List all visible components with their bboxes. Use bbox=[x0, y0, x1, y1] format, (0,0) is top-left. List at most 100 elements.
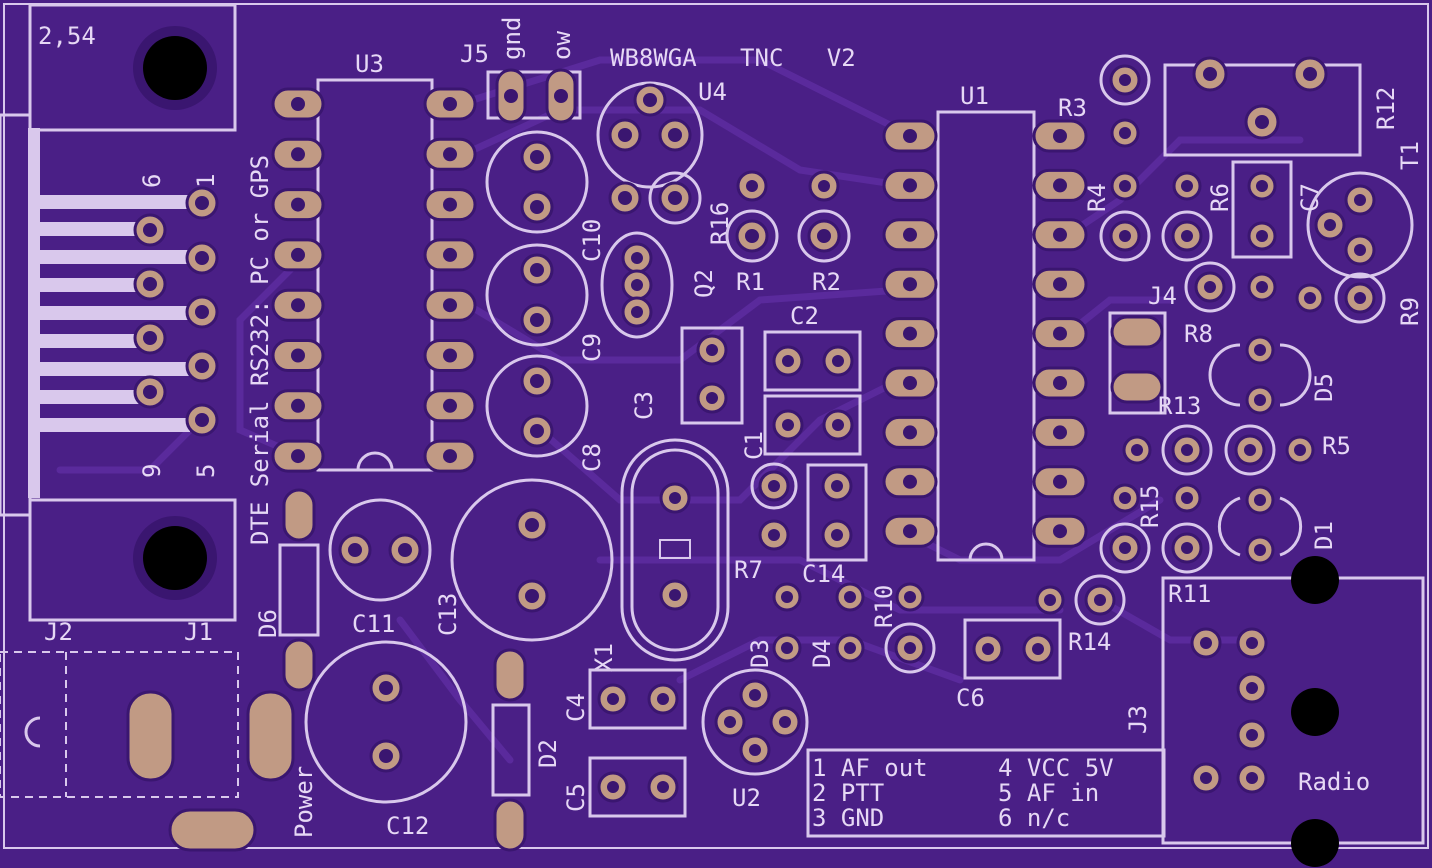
j5-gnd-label: gnd bbox=[498, 17, 526, 60]
r1-r2 bbox=[725, 170, 851, 263]
serial-label: DTE Serial RS232: PC or GPS bbox=[246, 155, 274, 545]
r2-label: R2 bbox=[812, 268, 841, 296]
r10-label: R10 bbox=[870, 585, 898, 628]
crystal-x1 bbox=[620, 438, 730, 662]
diode-d2 bbox=[491, 648, 531, 852]
c2-label: C2 bbox=[790, 302, 819, 330]
ic-pin-hole bbox=[1053, 474, 1067, 489]
x1-label: X1 bbox=[590, 643, 618, 672]
r5-label: R5 bbox=[1322, 432, 1351, 460]
r15-label: R15 bbox=[1136, 485, 1164, 528]
r13-label: R13 bbox=[1158, 392, 1201, 420]
power-label: Power bbox=[290, 766, 318, 838]
ic-pin-hole bbox=[291, 449, 305, 464]
caps-c1-c3 bbox=[680, 326, 862, 456]
ic-pin-hole bbox=[903, 524, 917, 539]
j4-label: J4 bbox=[1148, 282, 1177, 310]
cap-c11 bbox=[328, 498, 432, 602]
u1-label: U1 bbox=[960, 82, 989, 110]
legend-line-3: 3 GND bbox=[812, 804, 884, 832]
j5-ow-label: ow bbox=[548, 31, 576, 60]
ic-pin-hole bbox=[291, 247, 305, 262]
ic-pin-hole bbox=[443, 197, 457, 212]
r12-label: R12 bbox=[1372, 87, 1400, 130]
d2-label: D2 bbox=[534, 739, 562, 768]
ic-pin-hole bbox=[1053, 376, 1067, 390]
r7-c14 bbox=[750, 462, 868, 562]
c9-label: C9 bbox=[578, 333, 606, 362]
pinout-legend-box bbox=[806, 748, 1166, 838]
r4-label: R4 bbox=[1083, 183, 1111, 212]
c1-label: C1 bbox=[740, 431, 768, 460]
ic-pin-hole bbox=[443, 449, 457, 464]
u4-label: U4 bbox=[698, 78, 727, 106]
r1-label: R1 bbox=[736, 268, 765, 296]
d3-label: D3 bbox=[746, 639, 774, 668]
right-components bbox=[1099, 54, 1414, 324]
ic-pin-hole bbox=[903, 376, 917, 390]
u3-chip bbox=[271, 78, 477, 473]
ic-pin-hole bbox=[443, 247, 457, 262]
c6-r14 bbox=[963, 574, 1126, 680]
j2-label: J2 bbox=[44, 618, 73, 646]
ic-pin-hole bbox=[291, 298, 305, 313]
q2-label: Q2 bbox=[690, 269, 718, 298]
legend-line-4: 4 VCC 5V bbox=[998, 754, 1114, 782]
legend-line-2: 2 PTT bbox=[812, 779, 884, 807]
pin1-label: 1 bbox=[192, 174, 220, 188]
ic-pin-hole bbox=[443, 398, 457, 413]
pin5-label: 5 bbox=[192, 464, 220, 478]
u2-regulator bbox=[701, 668, 809, 776]
c8-label: C8 bbox=[578, 443, 606, 472]
ic-pin-hole bbox=[291, 97, 305, 111]
ic-pin-hole bbox=[291, 197, 305, 212]
r3-label: R3 bbox=[1058, 94, 1087, 122]
u2-label: U2 bbox=[732, 784, 761, 812]
r11-label: R11 bbox=[1168, 580, 1211, 608]
ic-pin-hole bbox=[1053, 326, 1067, 341]
c5-label: C5 bbox=[562, 783, 590, 812]
c11-label: C11 bbox=[352, 610, 395, 638]
diode-d6 bbox=[278, 488, 320, 692]
board-title: WB8WGA TNC V2 bbox=[610, 44, 856, 72]
c3-label: C3 bbox=[630, 391, 658, 420]
ic-pin-hole bbox=[903, 326, 917, 341]
power-jack bbox=[0, 651, 295, 852]
c10-label: C10 bbox=[578, 219, 606, 262]
d6-label: D6 bbox=[254, 609, 282, 638]
d4-label: D4 bbox=[808, 639, 836, 668]
d5-label: D5 bbox=[1310, 373, 1338, 402]
radio-label: Radio bbox=[1298, 768, 1370, 796]
ic-pin-hole bbox=[1053, 524, 1067, 539]
u4-regulator bbox=[596, 81, 704, 189]
d3-d4-r10 bbox=[772, 582, 936, 674]
legend-line-6: 6 n/c bbox=[998, 804, 1070, 832]
legend-line-1: 1 AF out bbox=[812, 754, 928, 782]
ic-pin-hole bbox=[443, 298, 457, 313]
t1-label: T1 bbox=[1396, 141, 1424, 170]
ic-pin-hole bbox=[1053, 227, 1067, 242]
ic-pin-hole bbox=[291, 398, 305, 413]
ic-pin-hole bbox=[1053, 178, 1067, 193]
ic-pin-hole bbox=[443, 348, 457, 363]
j5-label: J5 bbox=[460, 40, 489, 68]
r14-label: R14 bbox=[1068, 628, 1111, 656]
ic-pin-hole bbox=[903, 425, 917, 440]
u1-chip bbox=[882, 110, 1088, 562]
pitch-label: 2,54 bbox=[38, 22, 96, 50]
j3-connector bbox=[1161, 556, 1425, 867]
c12-label: C12 bbox=[386, 812, 429, 840]
ic-pin-hole bbox=[443, 147, 457, 162]
j1-label: J1 bbox=[184, 618, 213, 646]
c4-label: C4 bbox=[562, 693, 590, 722]
r9-label: R9 bbox=[1396, 297, 1424, 326]
ic-pin-hole bbox=[903, 227, 917, 242]
c14-label: C14 bbox=[802, 560, 845, 588]
ic-pin-hole bbox=[291, 147, 305, 162]
c7-label: C7 bbox=[1296, 183, 1324, 212]
ic-pin-hole bbox=[903, 474, 917, 489]
caps-c4-c5 bbox=[588, 668, 687, 818]
jumper-pads bbox=[1108, 311, 1167, 415]
pin6-label: 6 bbox=[138, 174, 166, 188]
u3-label: U3 bbox=[355, 50, 384, 78]
